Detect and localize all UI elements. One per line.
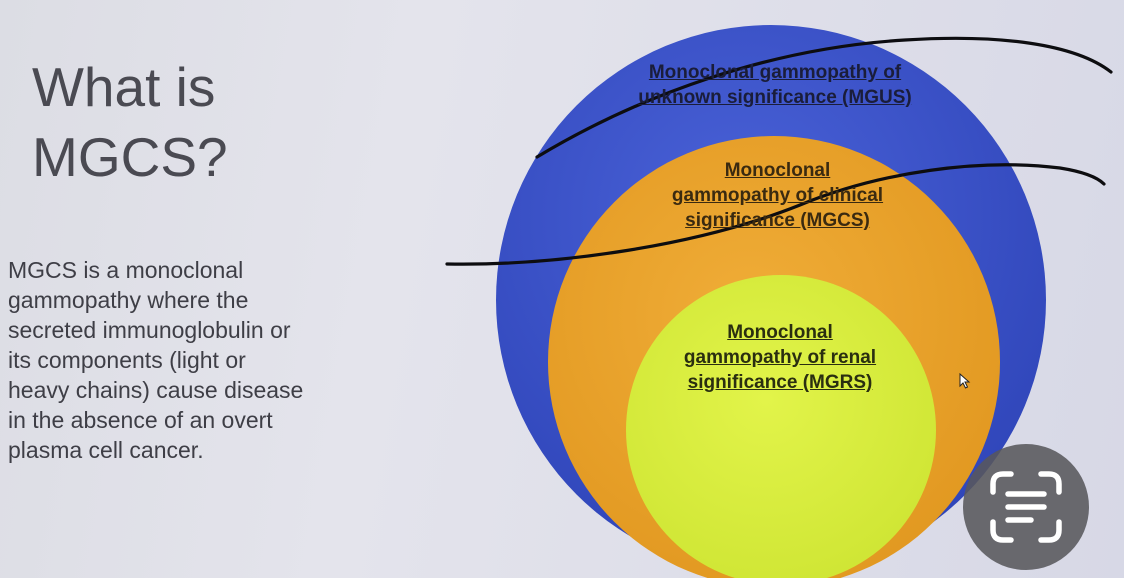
slide-title: What is MGCS?: [32, 52, 332, 192]
body-line: its components (light or: [8, 347, 246, 373]
ink-stroke-top: [535, 36, 1113, 159]
mgrs-label: Monoclonal gammopathy of renal significa…: [650, 320, 910, 395]
mgcs-label-line: gammopathy of clinical: [671, 185, 884, 206]
body-line: gammopathy where the: [8, 287, 249, 313]
mouse-pointer-icon: [959, 373, 971, 389]
mgus-label: Monoclonal gammopathy of unknown signifi…: [610, 60, 940, 110]
body-line: MGCS is a monoclonal: [8, 257, 244, 283]
live-text-scan-button[interactable]: [963, 444, 1089, 570]
body-line: plasma cell cancer.: [8, 437, 204, 463]
body-line: secreted immunoglobulin or: [8, 317, 291, 343]
mgrs-label-line: significance (MGRS): [687, 372, 873, 393]
title-line: What is: [32, 56, 216, 118]
body-line: heavy chains) cause disease: [8, 377, 304, 403]
ink-stroke-bottom: [445, 163, 1106, 266]
mgcs-label-line: significance (MGCS): [685, 210, 870, 231]
mgus-label-line: unknown significance (MGUS): [638, 87, 912, 108]
mgcs-label-line: Monoclonal: [724, 160, 831, 181]
slide-body-text: MGCS is a monoclonal gammopathy where th…: [8, 255, 388, 465]
mgus-label-line: Monoclonal gammopathy of: [648, 62, 902, 83]
mgcs-label: Monoclonal gammopathy of clinical signif…: [635, 158, 920, 233]
body-line: in the absence of an overt: [8, 407, 273, 433]
inner-circle-mgrs: [626, 275, 936, 578]
title-line: MGCS?: [32, 126, 228, 188]
mgrs-label-line: gammopathy of renal: [683, 347, 877, 368]
live-text-scan-icon: [990, 471, 1062, 543]
mgrs-label-line: Monoclonal: [727, 322, 833, 343]
